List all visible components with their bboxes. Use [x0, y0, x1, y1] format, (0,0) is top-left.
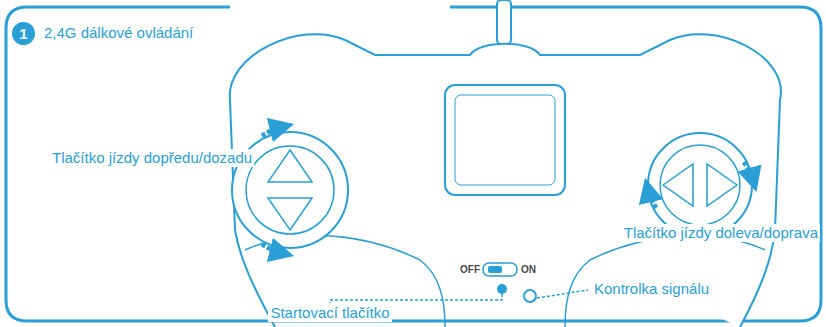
right-triangle — [707, 164, 737, 206]
part-label: Startovací tlačítko — [268, 304, 391, 322]
left-arrow — [648, 190, 656, 208]
backward-triangle — [268, 198, 312, 230]
screen-inner — [455, 95, 555, 185]
controller-body — [230, 34, 781, 327]
switch-label: OFF — [458, 264, 482, 276]
switch-knob — [488, 266, 502, 273]
callout-circle: 1 — [12, 22, 35, 45]
leader-line — [330, 294, 502, 303]
forward-triangle — [268, 150, 312, 182]
leader-line — [537, 290, 588, 298]
power-switch — [483, 263, 517, 276]
right-dial — [660, 145, 740, 225]
right-dial-ring — [648, 133, 752, 237]
grip-line — [245, 236, 765, 327]
callout-number: 1 — [19, 25, 27, 42]
left-dial — [246, 146, 334, 234]
right-arrow — [744, 162, 753, 180]
forward-arrow — [262, 127, 282, 136]
backward-arrow — [262, 244, 282, 253]
signal-light — [524, 290, 536, 302]
left-triangle — [663, 164, 693, 206]
part-label: Kontrolka signálu — [592, 280, 711, 298]
part-label: Tlačítko jízdy dopředu/dozadu — [50, 149, 254, 167]
screen — [445, 85, 565, 195]
switch-label: ON — [519, 264, 538, 276]
part-label: Tlačítko jízdy doleva/doprava — [622, 224, 820, 242]
antenna — [497, 0, 511, 44]
diagram-title: 2,4G dálkové ovládání — [42, 24, 195, 42]
start-button — [497, 284, 507, 294]
